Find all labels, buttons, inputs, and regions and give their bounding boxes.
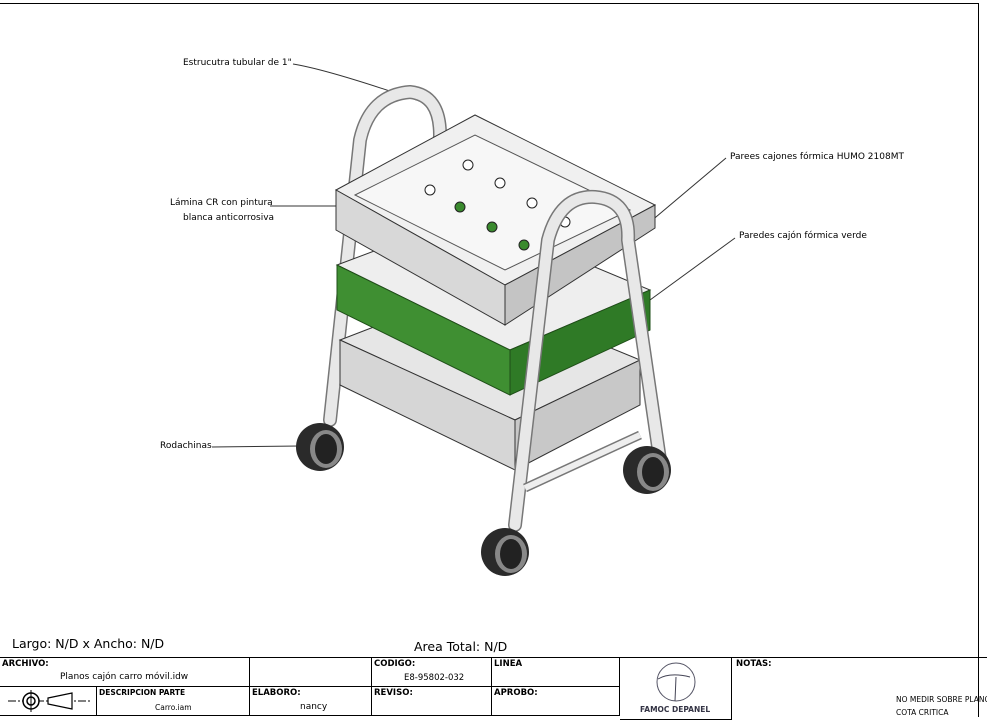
projection-symbol-cell [0,687,97,716]
callout-lamina-1: Lámina CR con pintura [170,198,273,208]
linea-cell: LINEA [492,658,620,687]
callout-estructura: Estrucutra tubular de 1" [183,58,292,68]
archivo-label: ARCHIVO: [2,659,49,669]
descripcion-cell: DESCRIPCION PARTE Carro.iam [97,687,250,716]
elaboro-label: ELABORO: [252,688,301,698]
wheel [296,423,671,576]
descripcion-value: Carro.iam [155,703,192,712]
area-total: Area Total: N/D [414,639,508,654]
title-block: ARCHIVO: Planos cajón carro móvil.idw CO… [0,657,987,720]
empty-cell [250,658,372,687]
sheet-border [0,3,979,717]
logo-cell: FAMOC DEPANEL [620,658,732,720]
notas-cell: NOTAS: NO MEDIR SOBRE PLANO COTA CRITICA [732,658,987,720]
linea-label: LINEA [494,659,523,669]
callout-rodachinas: Rodachinas [160,441,212,451]
elaboro-cell: ELABORO: nancy [250,687,372,716]
callout-paredes-humo: Parees cajones fórmica HUMO 2108MT [730,152,904,162]
archivo-cell: ARCHIVO: Planos cajón carro móvil.idw [0,658,250,687]
aprobo-label: APROBO: [494,688,538,698]
notas-label: NOTAS: [736,659,772,669]
aprobo-cell: APROBO: [492,687,620,716]
elaboro-value: nancy [300,702,328,712]
callout-paredes-verde: Paredes cajón fórmica verde [739,231,867,241]
leader-rodachinas [211,445,301,448]
largo-ancho: Largo: N/D x Ancho: N/D [12,636,165,651]
third-angle-projection-icon [8,690,90,712]
famoc-logo-icon [656,662,696,702]
leader-humo [649,157,727,223]
descripcion-label: DESCRIPCION PARTE [99,688,186,697]
reviso-label: REVISO: [374,688,413,698]
leader-verde [649,237,736,301]
reviso-cell: REVISO: [372,687,492,716]
nota-cota-critica: COTA CRITICA [896,708,949,717]
codigo-value: E8-95802-032 [404,673,465,683]
cart-isometric-view [211,63,736,576]
nota-no-medir: NO MEDIR SOBRE PLANO [896,695,987,704]
archivo-value: Planos cajón carro móvil.idw [60,672,189,682]
codigo-label: CODIGO: [374,659,416,669]
callout-lamina-2: blanca anticorrosiva [183,213,275,223]
codigo-cell: CODIGO: E8-95802-032 [372,658,492,687]
logo-text: FAMOC DEPANEL [640,705,711,714]
